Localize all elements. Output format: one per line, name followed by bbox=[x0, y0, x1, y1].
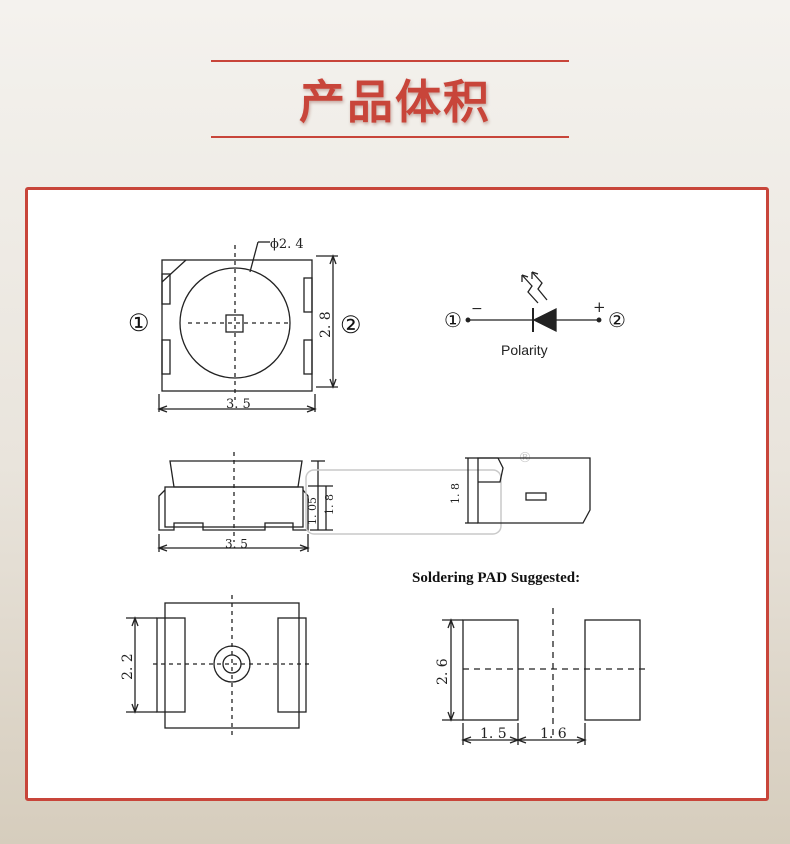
dimension-drawing: ϕ2. 4 ① ② 2. 8 3. 5 ① − bbox=[120, 237, 650, 745]
watermark-logo bbox=[305, 469, 502, 535]
top-view-width-arrows bbox=[157, 405, 317, 413]
soldering-pad-title: Soldering PAD Suggested: bbox=[412, 570, 580, 586]
top-view-lens-circle bbox=[179, 267, 291, 379]
side-view: 1. 8 1. 05 3. 5 bbox=[157, 452, 336, 552]
top-view-chip bbox=[225, 314, 244, 333]
bottom-view-height-label: 2. 2 bbox=[120, 653, 136, 680]
top-view-height-arrows bbox=[329, 254, 337, 389]
soldering-pad-layout: 2. 6 1. 5 1. 6 bbox=[435, 608, 650, 745]
top-view-pad-left-1 bbox=[161, 273, 171, 305]
top-view-pad-left-2 bbox=[161, 339, 171, 375]
pad-height-label: 2. 6 bbox=[435, 658, 451, 685]
polarity-minus-sign: − bbox=[471, 301, 483, 317]
header-bottom-rule bbox=[211, 136, 569, 138]
pad-gap-label: 1. 6 bbox=[540, 726, 567, 742]
end-view-marker bbox=[525, 492, 547, 501]
dimension-drawing-panel: ϕ2. 4 ① ② 2. 8 3. 5 ① − bbox=[25, 187, 769, 801]
top-view-body bbox=[161, 259, 313, 392]
pad-width-arrows bbox=[461, 736, 587, 744]
header-top-rule bbox=[211, 60, 569, 62]
solder-pad-left bbox=[462, 619, 519, 721]
end-view-lead bbox=[478, 457, 504, 483]
polarity-pin2-label: ② bbox=[608, 310, 626, 332]
side-view-width-arrows bbox=[157, 544, 310, 552]
top-view-height-label: 2. 8 bbox=[318, 311, 334, 338]
side-view-height-label: 1. 8 bbox=[323, 494, 336, 515]
bottom-view: 2. 2 bbox=[120, 595, 313, 735]
top-view-pin1-label: ① bbox=[128, 311, 150, 337]
polarity-symbol: ① − + ② Polarity bbox=[444, 271, 626, 358]
bottom-view-pad-left bbox=[156, 617, 186, 713]
bottom-view-height-arrows bbox=[131, 616, 139, 714]
diode-anode-triangle bbox=[532, 307, 557, 333]
top-view-width-label: 3. 5 bbox=[226, 397, 251, 412]
top-view-pad-right-1 bbox=[303, 277, 313, 313]
polarity-pin1-label: ① bbox=[444, 310, 462, 332]
emission-arrow-1 bbox=[521, 274, 539, 304]
side-view-width-label: 3. 5 bbox=[225, 537, 248, 551]
end-view-height-label: 1. 8 bbox=[449, 483, 462, 504]
side-view-lens-body bbox=[169, 460, 303, 488]
emission-arrow-2 bbox=[531, 271, 548, 301]
bottom-view-pad-right bbox=[277, 617, 307, 713]
side-view-total-height-label: 1. 05 bbox=[306, 497, 319, 525]
top-view-pin2-label: ② bbox=[340, 313, 362, 339]
polarity-plus-sign: + bbox=[593, 298, 606, 316]
solder-pad-right bbox=[584, 619, 641, 721]
pad-width-label: 1. 5 bbox=[480, 726, 507, 742]
top-view-pad-right-2 bbox=[303, 339, 313, 375]
diameter-label: ϕ2. 4 bbox=[270, 237, 304, 252]
diameter-leader bbox=[249, 241, 259, 273]
polarity-terminal-right bbox=[596, 317, 602, 323]
emission-arrowhead-2 bbox=[531, 271, 539, 279]
pad-height-arrows bbox=[447, 618, 455, 722]
emission-arrowhead-1 bbox=[521, 274, 529, 282]
page-title: 产品体积 bbox=[299, 75, 491, 129]
end-view-body bbox=[477, 457, 591, 524]
end-view: 1. 8 bbox=[449, 457, 591, 524]
top-view-chamfer bbox=[161, 259, 187, 283]
side-view-leads bbox=[158, 489, 309, 531]
polarity-caption: Polarity bbox=[501, 342, 548, 358]
top-view: ϕ2. 4 ① ② 2. 8 3. 5 bbox=[128, 237, 362, 413]
